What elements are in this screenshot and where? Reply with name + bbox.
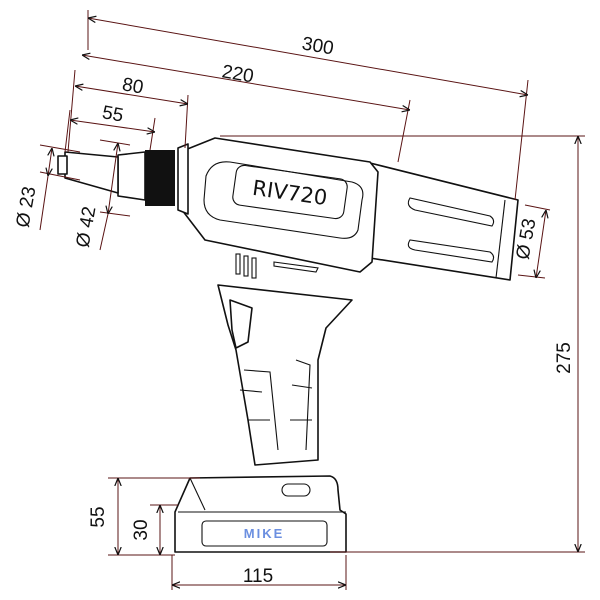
head-housing [181, 137, 379, 273]
tool-outline: RIV720 MIKE [57, 137, 519, 553]
dim-battery-base-height: 30 [131, 519, 152, 540]
dim-body-length: 220 [220, 61, 255, 87]
nosepiece [64, 151, 119, 194]
dimension-line-300 [88, 18, 528, 95]
dim-battery-width: 115 [243, 566, 273, 587]
dim-nosepiece-length: 55 [101, 102, 125, 126]
dimension-line-55-top [70, 120, 155, 132]
nose-grip [145, 150, 175, 206]
trigger [229, 299, 253, 349]
dim-nose-length: 80 [121, 74, 145, 98]
model-label-box [232, 164, 348, 220]
battery [174, 475, 347, 553]
dim-battery-height: 55 [88, 506, 109, 527]
dimensions: 300 220 80 55 Ø 23 Ø 42 Ø 53 275 55 30 1… [13, 10, 585, 590]
brand-logo: MIKE [244, 526, 285, 541]
dimension-line-80 [75, 86, 188, 104]
dimension-line-220 [82, 55, 410, 110]
dim-overall-height: 275 [554, 342, 575, 374]
dim-nosepiece-diameter: Ø 23 [13, 185, 41, 229]
nose-cone [177, 143, 189, 215]
dim-rear-diameter: Ø 53 [513, 217, 541, 261]
vents [235, 253, 319, 279]
rear-housing [369, 162, 519, 281]
dim-nose-diameter: Ø 42 [73, 205, 101, 249]
